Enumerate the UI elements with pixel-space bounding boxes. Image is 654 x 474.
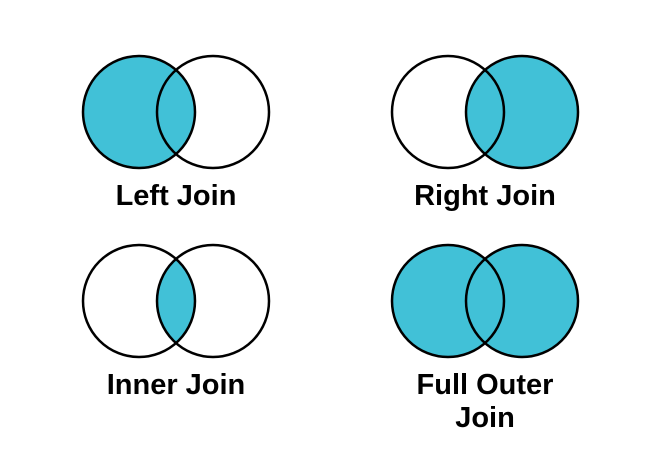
- venn-left-join-icon: [81, 54, 271, 170]
- inner-join-label: Inner Join: [106, 369, 246, 401]
- venn-right-join-icon: [390, 54, 580, 170]
- left-circle-outline: [81, 243, 197, 359]
- right-circle-outline: [155, 243, 271, 359]
- venn-inner-join: Inner Join: [51, 239, 301, 402]
- venn-left-join: Left Join: [51, 50, 301, 213]
- right-circle-shaded: [466, 56, 578, 168]
- left-circle-outline: [390, 243, 506, 359]
- left-circle-outline: [81, 54, 197, 170]
- left-join-label: Left Join: [115, 180, 237, 212]
- right-circle-outline: [464, 54, 580, 170]
- venn-full-outer-join-icon: [390, 243, 580, 359]
- right-join-label: Right Join: [414, 180, 556, 212]
- left-circle-shaded: [83, 56, 195, 168]
- venn-inner-join-icon: [81, 243, 271, 359]
- venn-full-outer-join: Full Outer Join: [360, 239, 610, 436]
- full-outer-join-label: Full Outer Join: [416, 369, 554, 435]
- right-circle-outline: [155, 54, 271, 170]
- right-circle-outline: [464, 243, 580, 359]
- venn-right-join: Right Join: [360, 50, 610, 213]
- right-circle-shaded: [466, 245, 578, 357]
- left-circle-outline: [390, 54, 506, 170]
- intersection-region-shaded: [157, 245, 195, 357]
